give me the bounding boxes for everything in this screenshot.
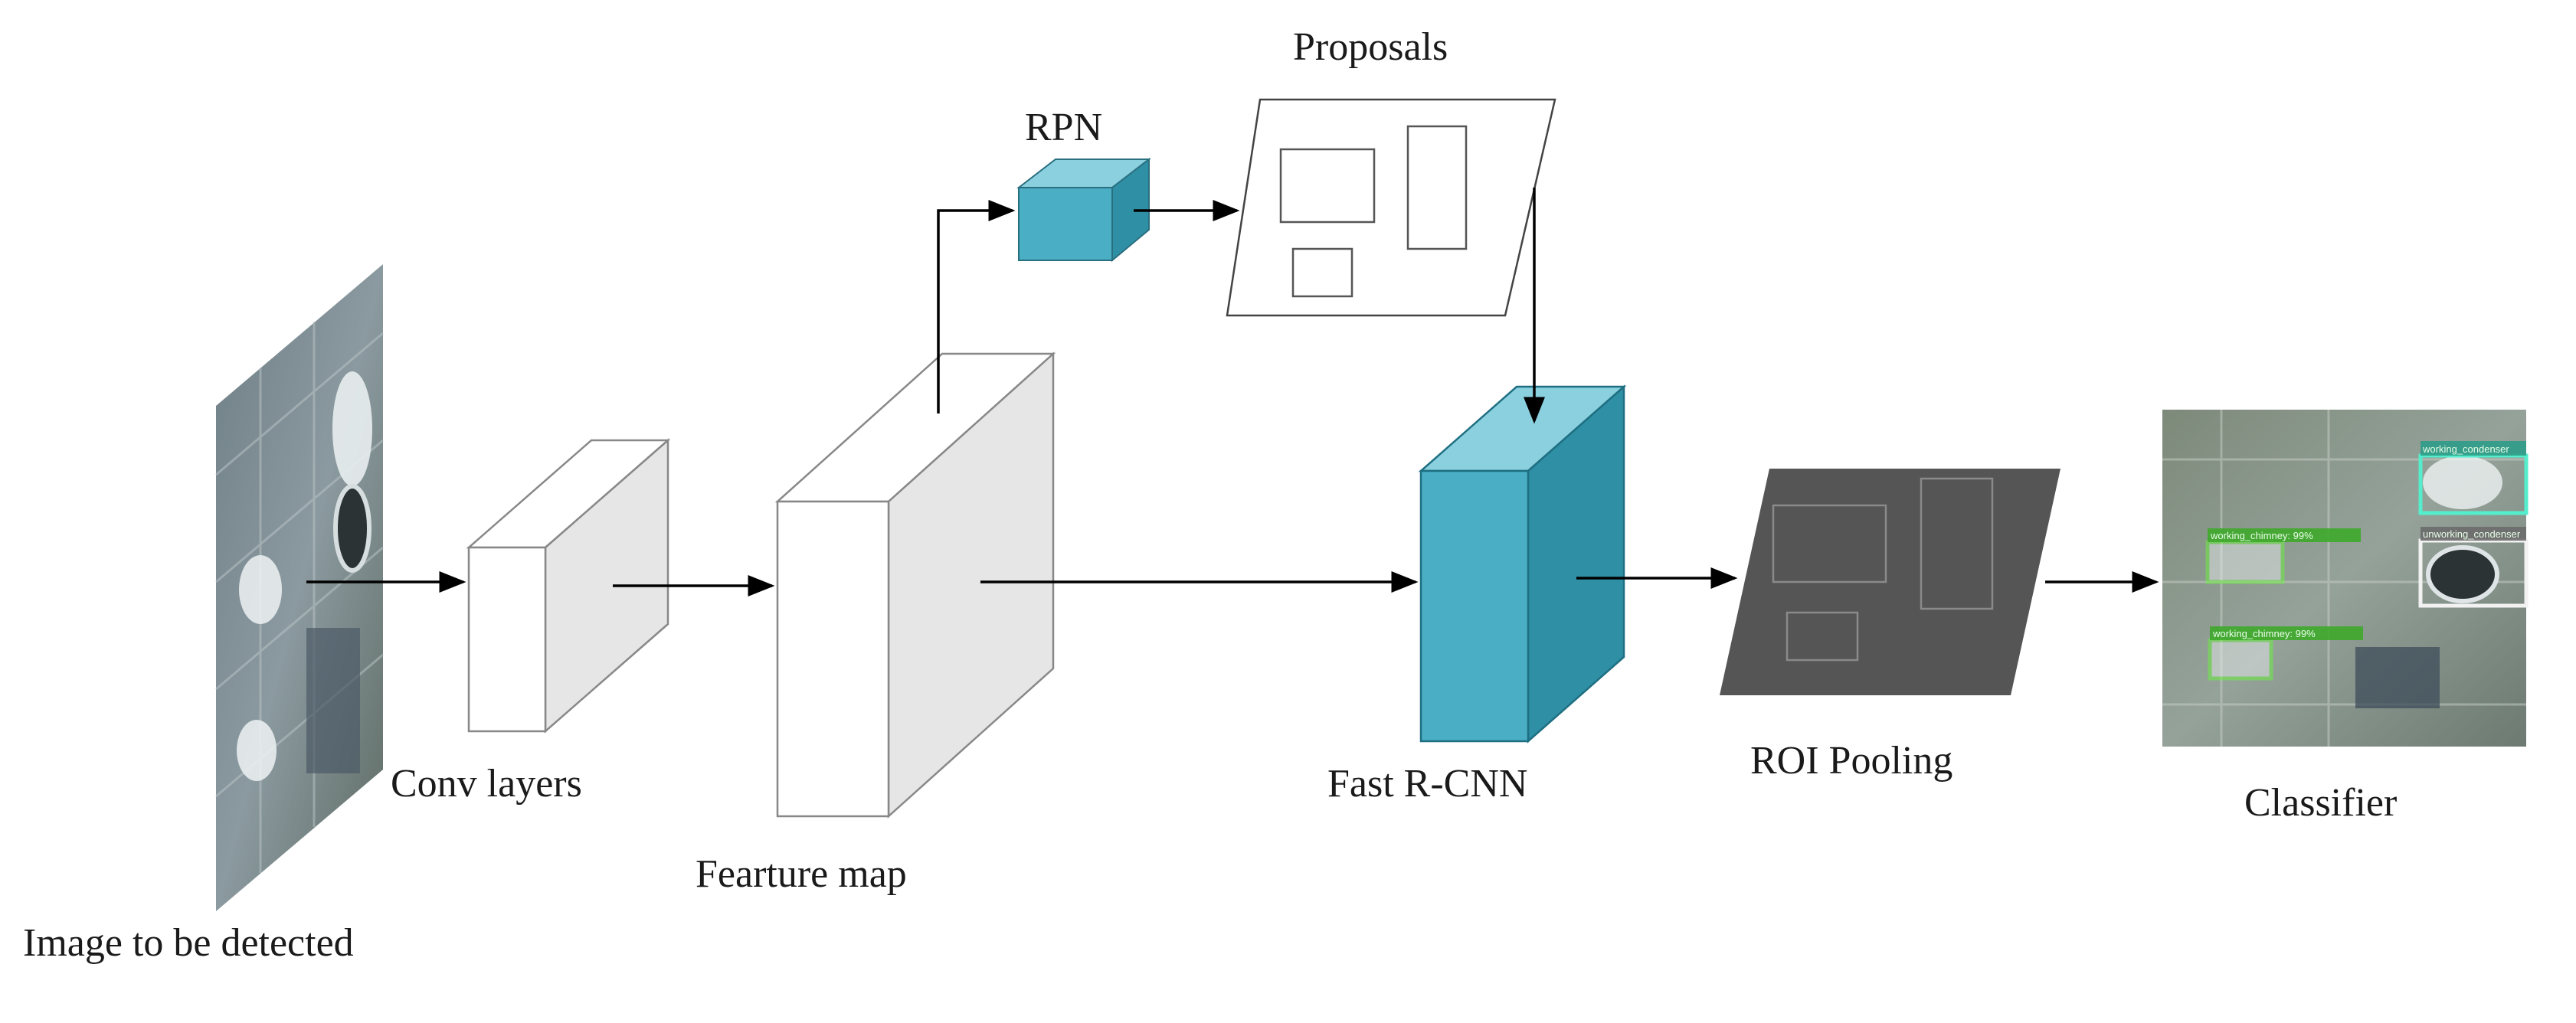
- conv-layers-block: [466, 438, 671, 734]
- detection-label-condenser-1: working_condenser: [2422, 443, 2509, 455]
- input-image-label: Image to be detected: [23, 921, 354, 965]
- fast-rcnn-block: [1418, 384, 1627, 744]
- classifier-label: Classifier: [2244, 781, 2397, 825]
- detection-box-condenser-2: unworking_condenser: [2418, 527, 2529, 608]
- flow-arrows: [306, 188, 2159, 596]
- proposals-label: Proposals: [1293, 25, 1448, 69]
- detection-label-chimney-1: working_chimney: 99%: [2210, 530, 2313, 541]
- conv-layers-label: Conv layers: [391, 762, 582, 806]
- roi-pooling-label: ROI Pooling: [1750, 739, 1952, 783]
- classifier-output-image: working_chimney: 99% working_chimney: 99…: [2162, 410, 2529, 747]
- feature-map-block: [774, 351, 1056, 819]
- detection-label-condenser-2: unworking_condenser: [2423, 528, 2521, 540]
- detection-box-condenser-1: working_condenser: [2418, 441, 2529, 515]
- roi-pooling-panel: [1720, 469, 2060, 695]
- rpn-block: [1016, 157, 1151, 263]
- feature-map-label: Fearture map: [696, 852, 907, 896]
- arrow-feature-to-rpn: [937, 200, 1016, 413]
- detection-label-chimney-2: working_chimney: 99%: [2212, 628, 2316, 639]
- detection-box-chimney-1: working_chimney: 99%: [2205, 528, 2361, 584]
- input-image: [215, 264, 384, 911]
- fast-rcnn-label: Fast R-CNN: [1327, 762, 1527, 806]
- detection-box-chimney-2: working_chimney: 99%: [2208, 626, 2363, 681]
- proposals-panel: [1226, 98, 1556, 317]
- rpn-label: RPN: [1025, 106, 1102, 149]
